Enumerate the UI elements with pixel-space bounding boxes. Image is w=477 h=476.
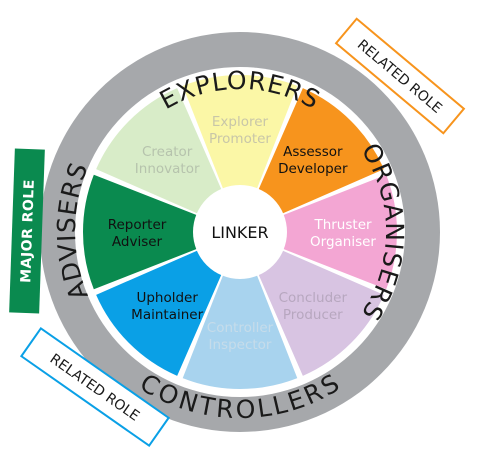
segment-concluder-producer bbox=[258, 250, 384, 376]
center-label: LINKER bbox=[211, 223, 268, 242]
segment-label-controller-inspector-line1: Controller bbox=[207, 320, 274, 336]
segment-label-concluder-producer-line1: Concluder bbox=[279, 290, 348, 306]
segment-thruster-organiser bbox=[282, 174, 397, 290]
segment-label-creator-innovator-line1: Creator bbox=[142, 144, 193, 160]
segment-creator-innovator bbox=[96, 88, 222, 214]
segment-assessor-developer bbox=[258, 88, 384, 214]
major-role-tag: MAJOR ROLE bbox=[9, 148, 45, 314]
segment-label-creator-innovator-line2: Innovator bbox=[135, 161, 200, 177]
segment-label-reporter-adviser-line1: Reporter bbox=[108, 217, 167, 233]
segment-label-reporter-adviser-line2: Adviser bbox=[112, 234, 163, 250]
major-role-text: MAJOR ROLE bbox=[18, 179, 38, 283]
related-role-bottom-bg bbox=[19, 326, 171, 448]
segment-reporter-adviser bbox=[82, 174, 198, 290]
segment-label-assessor-developer-line1: Assessor bbox=[283, 144, 343, 160]
segment-label-explorer-promoter-line1: Explorer bbox=[212, 114, 269, 130]
segment-label-concluder-producer-line2: Producer bbox=[283, 307, 343, 323]
segment-upholder-maintainer bbox=[96, 250, 222, 376]
major-role-tag-bg bbox=[9, 148, 45, 314]
segment-label-thruster-organiser-line2: Organiser bbox=[310, 234, 376, 250]
related-role-top-bg bbox=[334, 17, 466, 135]
center-hub bbox=[193, 185, 287, 279]
segment-label-upholder-maintainer-line2: Maintainer bbox=[131, 307, 203, 323]
segment-label-upholder-maintainer-line1: Upholder bbox=[136, 290, 198, 306]
segment-controller-inspector bbox=[182, 274, 298, 389]
segment-label-controller-inspector-line2: Inspector bbox=[209, 337, 272, 353]
segment-explorer-promoter bbox=[182, 75, 298, 190]
segment-label-thruster-organiser-line1: Thruster bbox=[313, 217, 372, 233]
segment-label-explorer-promoter-line2: Promoter bbox=[209, 131, 271, 147]
segment-label-assessor-developer-line2: Developer bbox=[278, 161, 348, 177]
segments: ExplorerPromoterAssessorDeveloperThruste… bbox=[82, 75, 397, 389]
